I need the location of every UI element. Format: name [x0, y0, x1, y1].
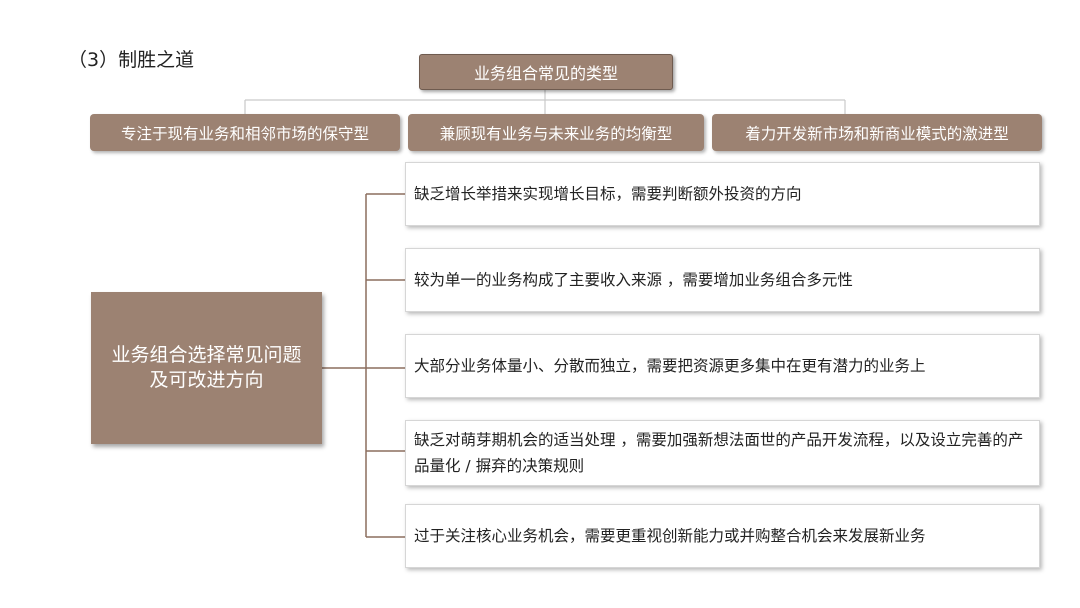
problem-item-text: 大部分业务体量小、分散而独立，需要把资源更多集中在更有潜力的业务上	[414, 357, 926, 375]
root-node-label: 业务组合常见的类型	[473, 64, 618, 83]
root-node: 业务组合常见的类型	[419, 54, 673, 90]
problem-item-text: 较为单一的业务构成了主要收入来源 ，需要增加业务组合多元性	[414, 271, 853, 289]
type-node-label: 着力开发新市场和新商业模式的激进型	[745, 124, 1009, 143]
type-node-label: 专注于现有业务和相邻市场的保守型	[120, 124, 369, 143]
problem-item-text: 缺乏对萌芽期机会的适当处理 ，需要加强新想法面世的产品开发流程，以及设立完善的产…	[414, 431, 1024, 475]
problem-item-text: 缺乏增长举措来实现增长目标，需要判断额外投资的方向	[414, 185, 802, 203]
problem-item: 缺乏对萌芽期机会的适当处理 ，需要加强新想法面世的产品开发流程，以及设立完善的产…	[405, 420, 1040, 486]
problems-title-line2: 及可改进方向	[149, 369, 264, 391]
problem-item: 较为单一的业务构成了主要收入来源 ，需要增加业务组合多元性	[405, 248, 1040, 312]
section-title: （3）制胜之道	[68, 49, 195, 71]
type-node-conservative: 专注于现有业务和相邻市场的保守型	[90, 114, 400, 151]
type-node-balanced: 兼顾现有业务与未来业务的均衡型	[408, 114, 704, 151]
type-node-label: 兼顾现有业务与未来业务的均衡型	[439, 124, 673, 143]
problem-item-text: 过于关注核心业务机会，需要更重视创新能力或并购整合机会来发展新业务	[414, 527, 926, 545]
problems-node: 业务组合选择常见问题 及可改进方向	[91, 292, 322, 444]
problem-item: 大部分业务体量小、分散而独立，需要把资源更多集中在更有潜力的业务上	[405, 334, 1040, 398]
type-node-aggressive: 着力开发新市场和新商业模式的激进型	[712, 114, 1042, 151]
problem-item: 过于关注核心业务机会，需要更重视创新能力或并购整合机会来发展新业务	[405, 504, 1040, 568]
problem-item: 缺乏增长举措来实现增长目标，需要判断额外投资的方向	[405, 162, 1040, 226]
problems-title-line1: 业务组合选择常见问题	[111, 344, 302, 366]
